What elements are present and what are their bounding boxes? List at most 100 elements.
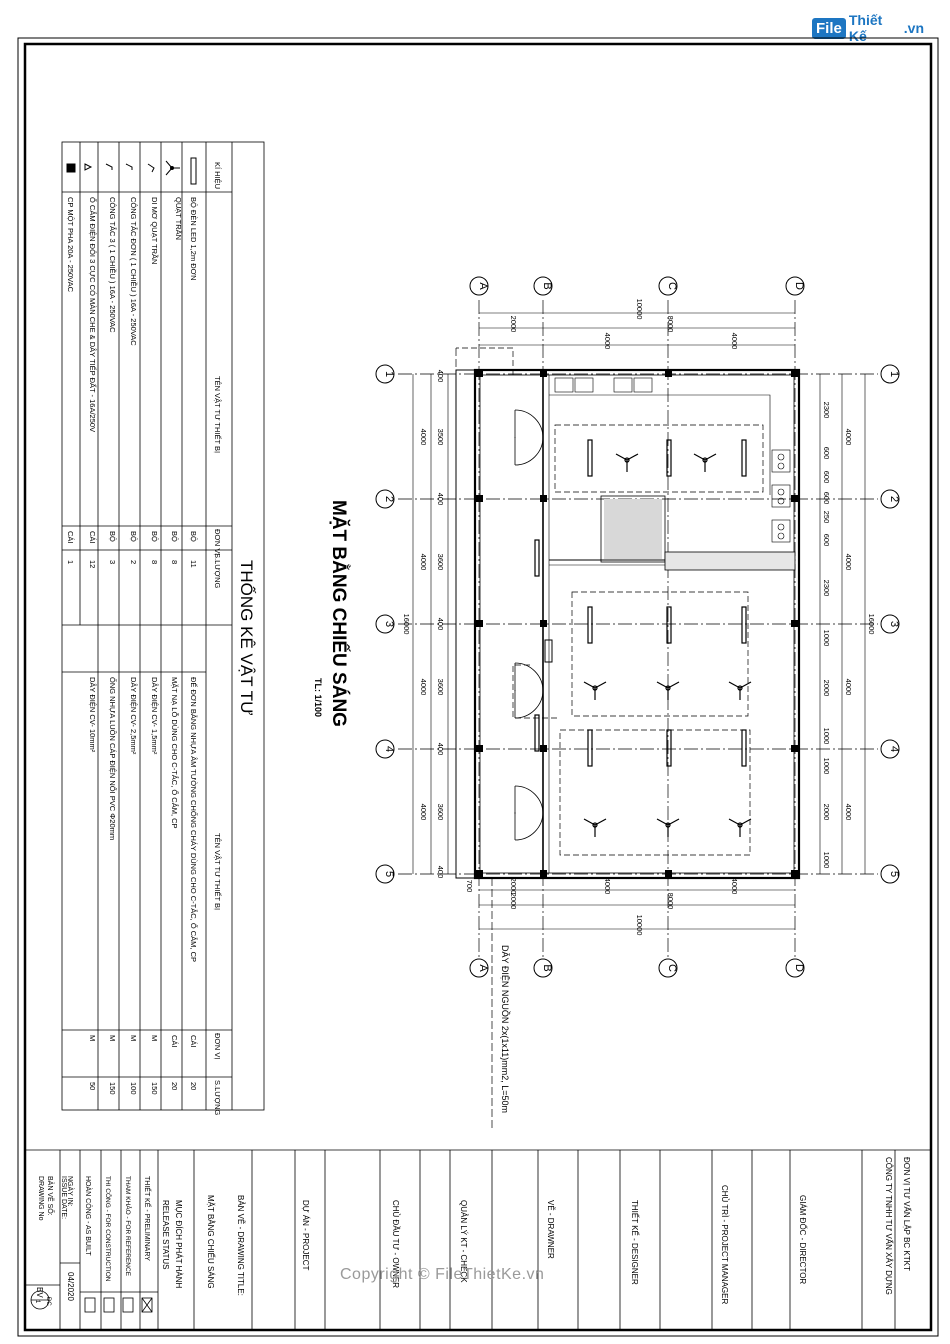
tb-drawner: VẼ - DRAWNER bbox=[546, 1200, 555, 1259]
row-r-qty-1: 20 bbox=[189, 1082, 198, 1090]
row-r-unit-4: M bbox=[129, 1035, 138, 1041]
copyright-watermark: Copyright © FileThietKe.vn bbox=[340, 1266, 545, 1283]
row-r-qty-5: 150 bbox=[108, 1082, 117, 1095]
row-name-7: CP MỘT PHA 20A - 250VAC bbox=[66, 197, 75, 293]
title-block bbox=[25, 1149, 931, 1330]
dim-left-bay-3: 4000 bbox=[419, 679, 428, 696]
dim-right-bay-1: 4000 bbox=[844, 429, 853, 446]
tb-drawing-no-top: ĐC bbox=[45, 1297, 51, 1306]
row-r-unit-5: M bbox=[108, 1035, 117, 1041]
row-r-qty-6: 50 bbox=[88, 1082, 97, 1090]
axis-label-5-right: 5 bbox=[888, 871, 900, 877]
row-qty-7: 1 bbox=[66, 560, 75, 564]
dimmer-icon bbox=[147, 163, 155, 173]
dim-bottom-left: 2000 bbox=[509, 878, 518, 895]
dim-right-detail-8: 1000 bbox=[822, 630, 831, 647]
header-name: TÊN VẬT TƯ THIẾT BỊ bbox=[213, 376, 223, 453]
row-r-qty-2: 20 bbox=[170, 1082, 179, 1090]
site-logo: File Thiết Kế .vn bbox=[812, 12, 924, 44]
tb-director: GIÁM ĐỐC - DIRECTOR bbox=[798, 1195, 808, 1284]
tb-drawing-no-code: BV bbox=[35, 1287, 44, 1298]
dim-right-bay-4: 4000 bbox=[844, 804, 853, 821]
axis-label-c: C bbox=[666, 282, 678, 290]
axis-label-3: 3 bbox=[383, 621, 395, 627]
row-qty-5: 3 bbox=[108, 560, 117, 564]
row-r-name-4: DÂY ĐIỆN CV- 2,5mm² bbox=[129, 677, 138, 755]
row-r-qty-3: 150 bbox=[150, 1082, 159, 1095]
material-table bbox=[61, 141, 265, 1111]
axis-label-d-bottom: D bbox=[793, 964, 805, 972]
row-r-name-2: MẶT NẠ LỖ DÙNG CHO C-TẮC, Ổ CẮM, CP bbox=[170, 677, 179, 829]
cable-note: DÂY ĐIỆN NGUỒN 2x(1x11)mm2, L=50m bbox=[500, 945, 511, 1113]
logo-name: Thiết Kế bbox=[848, 12, 883, 44]
tb-unit-label: ĐƠN VỊ TƯ VẤN LẬP BC KTKT bbox=[902, 1157, 912, 1271]
dim-right-detail-5: 250 bbox=[822, 511, 831, 524]
row-unit-1: BỘ bbox=[189, 531, 198, 542]
dim-right-detail-6: 600 bbox=[822, 534, 831, 547]
row-unit-7: CÁI bbox=[66, 531, 75, 544]
axis-label-3-right: 3 bbox=[888, 621, 900, 627]
axis-label-a: A bbox=[477, 282, 489, 290]
axis-label-1-right: 1 bbox=[888, 371, 900, 377]
dim-right-detail-10: 1000 bbox=[822, 728, 831, 745]
dim-bottom-a: 4000 bbox=[603, 878, 612, 895]
axis-label-1: 1 bbox=[383, 371, 395, 377]
triple-switch-icon bbox=[105, 163, 113, 170]
row-name-1: BỘ ĐÈN LED 1,2m ĐƠN bbox=[189, 197, 198, 281]
row-unit-3: BỘ bbox=[150, 531, 159, 542]
tb-company: CÔNG TY TNHH TƯ VẤN XÂY DỰNG bbox=[884, 1157, 894, 1295]
dim-right-detail-7: 2300 bbox=[822, 580, 831, 597]
dim-top-a: 4000 bbox=[603, 333, 612, 350]
row-qty-2: 8 bbox=[170, 560, 179, 564]
dim-right-total: 16000 bbox=[867, 614, 876, 635]
dim-left-total: 16000 bbox=[402, 614, 411, 635]
dim-bottom-left2: 2000 bbox=[509, 893, 518, 910]
dim-right-detail-12: 2000 bbox=[822, 804, 831, 821]
header-qty-right: S.LƯỢNG bbox=[213, 1080, 222, 1116]
dim-right-bay-3: 4000 bbox=[844, 679, 853, 696]
row-unit-4: BỘ bbox=[129, 531, 138, 542]
drawing-title: MẶT BẰNG CHIẾU SÁNG bbox=[328, 500, 350, 727]
row-name-3: DI MƠ QUẠT TRẦN bbox=[150, 197, 160, 264]
header-name-right: TÊN VẬT TƯ THIẾT BỊ bbox=[213, 833, 223, 910]
tb-drawing-title-label: BẢN VẼ - DRAWING TITLE: bbox=[236, 1195, 245, 1296]
floor-plan bbox=[398, 300, 878, 1130]
header-unit-right: ĐƠN VỊ bbox=[213, 1033, 222, 1059]
header-symbol: KÍ HIỆU bbox=[213, 162, 222, 189]
dim-right-detail-3: 600 bbox=[822, 471, 831, 484]
axis-label-5: 5 bbox=[383, 871, 395, 877]
row-r-unit-1: CÁI bbox=[189, 1035, 198, 1048]
dim-left-inner-2: 3600 bbox=[436, 554, 445, 571]
row-name-5: CÔNG TẮC 3 ( 1 CHIỀU ) 16A - 250VAC bbox=[108, 197, 118, 333]
dim-top-b: 4000 bbox=[730, 333, 739, 350]
tb-owner: CHỦ ĐẦU TƯ - OWNER bbox=[391, 1200, 401, 1288]
tb-status-3: THI CÔNG - FOR CONSTRUCTION bbox=[104, 1176, 113, 1282]
axis-label-d: D bbox=[793, 282, 805, 290]
dim-right-detail-2: 600 bbox=[822, 447, 831, 460]
tb-drawing-no-label-en: DRAWING No bbox=[37, 1176, 44, 1221]
dim-right-detail-9: 2000 bbox=[822, 680, 831, 697]
tb-pm: CHỦ TRÌ - PROJECT MANAGER bbox=[720, 1185, 729, 1304]
tb-issue-label-en: ISSUE DATE: bbox=[60, 1176, 67, 1219]
dim-top-total: 10000 bbox=[635, 299, 644, 320]
dim-left-bay-1: 4000 bbox=[419, 429, 428, 446]
tb-designer: THIẾT KẾ - DESIGNER bbox=[630, 1200, 640, 1285]
dim-right-detail-13: 1000 bbox=[822, 852, 831, 869]
row-qty-1: 11 bbox=[189, 560, 198, 568]
axis-label-b: B bbox=[541, 282, 553, 289]
axis-label-b-bottom: B bbox=[541, 964, 553, 971]
table-title: THỐNG KÊ VẬT TƯ bbox=[237, 560, 257, 716]
ceiling-fan-icon bbox=[165, 160, 180, 176]
dim-left-inner-4: 3600 bbox=[436, 804, 445, 821]
axis-label-2: 2 bbox=[383, 496, 395, 502]
axis-label-c-bottom: C bbox=[666, 964, 678, 972]
row-qty-6: 12 bbox=[88, 560, 97, 568]
dim-left-bay-2: 4000 bbox=[419, 554, 428, 571]
row-qty-3: 8 bbox=[150, 560, 159, 564]
dim-left-bay-4: 4000 bbox=[419, 804, 428, 821]
axis-label-4: 4 bbox=[383, 746, 395, 752]
axis-label-2-right: 2 bbox=[888, 496, 900, 502]
dim-right-detail-4: 600 bbox=[822, 492, 831, 505]
tb-project: DỰ ÁN - PROJECT bbox=[301, 1200, 310, 1271]
